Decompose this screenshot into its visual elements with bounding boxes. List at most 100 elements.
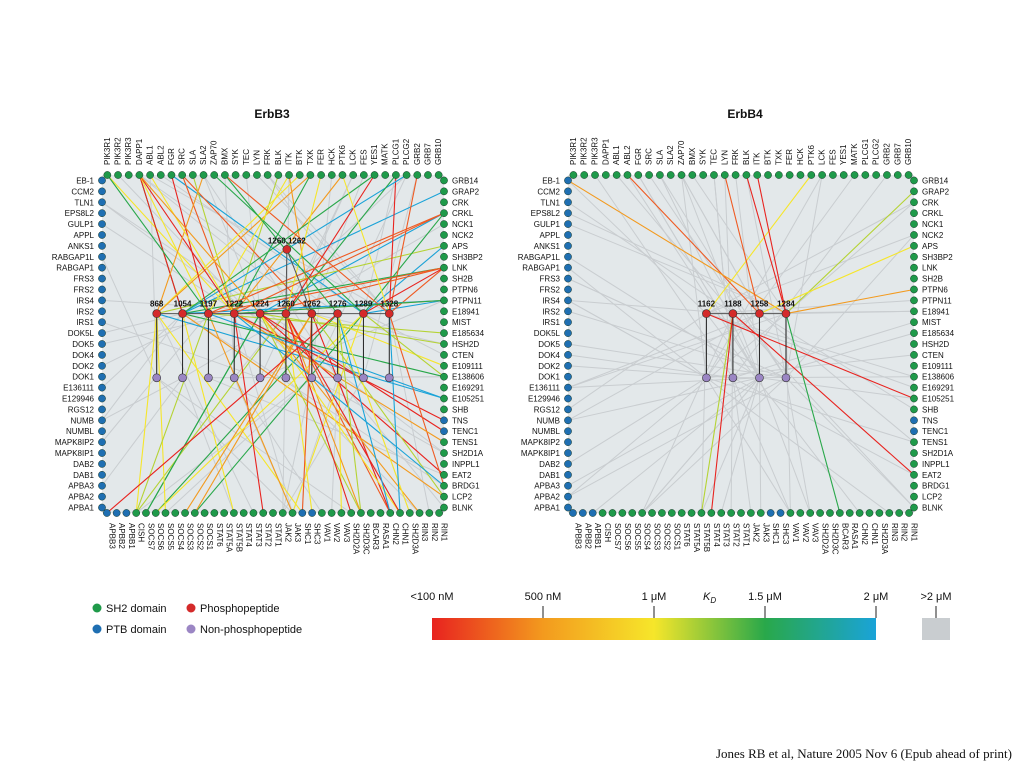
colored-interaction-line <box>106 174 209 314</box>
socs6-node <box>151 509 160 517</box>
protein-label-vav1: VAV1 <box>322 523 331 543</box>
protein-label-shc1: SHC1 <box>303 523 312 545</box>
yes1-node <box>839 171 848 179</box>
sh2d1a-node <box>910 449 918 457</box>
plcg1-node <box>861 171 870 179</box>
scale-tick-label-2: 1 μM <box>642 591 667 603</box>
jak2-node <box>278 509 287 517</box>
grey-interaction-line <box>182 223 445 379</box>
sh2-legend-label: SH2 domain <box>106 603 167 615</box>
eps8l2-node <box>564 209 572 218</box>
protein-label-socs7: SOCS7 <box>146 523 155 551</box>
site-label: 868 <box>150 300 164 309</box>
grey-interaction-line <box>705 174 823 379</box>
protein-label-yes1: YES1 <box>370 144 379 165</box>
grey-interaction-line <box>567 299 707 379</box>
socs3-node <box>648 509 656 517</box>
protein-label-yes1: YES1 <box>839 144 848 165</box>
protein-label-e169291: E169291 <box>452 384 485 393</box>
hck-node <box>327 171 336 179</box>
chn2-node <box>855 509 864 517</box>
colored-interaction-line <box>170 174 209 314</box>
site-label: 1222 <box>225 300 243 309</box>
protein-label-stat4: STAT4 <box>244 523 253 547</box>
protein-label-sh2d1a: SH2D1A <box>452 449 484 458</box>
protein-label-rin1: RIN1 <box>910 523 919 542</box>
rgs12-node <box>98 405 106 414</box>
stat4-node <box>707 509 716 517</box>
colored-interaction-line <box>732 313 915 476</box>
grey-interaction-line <box>267 174 364 314</box>
protein-label-socs1: SOCS1 <box>205 523 214 551</box>
colored-interaction-line <box>388 267 445 315</box>
phosphosite-node <box>333 309 342 318</box>
abl2-node <box>623 171 632 179</box>
colored-interaction-line <box>135 313 158 514</box>
protein-label-rabgap1: RABGAP1 <box>522 264 560 273</box>
lyn-node <box>720 171 729 179</box>
socs1-node <box>200 509 209 517</box>
grb14-node <box>440 176 448 185</box>
ptk6-node <box>338 171 347 179</box>
rin3-node <box>415 509 424 517</box>
stat1-node <box>269 509 277 517</box>
protein-label-irs2: IRS2 <box>76 307 94 316</box>
crk-node <box>440 198 448 207</box>
apbb1-node <box>122 509 131 517</box>
abl1-node <box>612 171 621 179</box>
apba1-node <box>98 503 106 512</box>
grap2-node <box>910 187 918 196</box>
kd-scale: <100 nM 500 nM 1 μM KD 1.5 μM 2 μM >2 μM <box>410 591 952 640</box>
sh2d3a-node <box>405 509 414 517</box>
protein-label-pik3r1: PIK3R1 <box>103 137 112 165</box>
panel-title: ErbB3 <box>254 107 290 121</box>
protein-label-tln1: TLN1 <box>540 198 560 207</box>
protein-label-apba2: APBA2 <box>68 493 94 502</box>
colored-interaction-line <box>745 174 787 314</box>
grey-interaction-line <box>567 313 787 389</box>
protein-label-rabgap1l: RABGAP1L <box>52 253 95 262</box>
colored-interaction-line <box>135 313 209 514</box>
ptpn11-node <box>910 296 918 305</box>
plcg2-node <box>872 171 881 179</box>
fes-node <box>359 171 368 179</box>
protein-label-dok1: DOK1 <box>72 373 94 382</box>
protein-label-abl2: ABL2 <box>156 145 165 165</box>
grey-interaction-line <box>706 234 915 315</box>
shc3-node <box>308 509 316 517</box>
colored-interaction-lines <box>567 174 915 514</box>
grey-interaction-line <box>594 174 734 379</box>
bcar3-node <box>836 509 844 517</box>
protein-label-dab1: DAB1 <box>73 471 94 480</box>
protein-label-apba1: APBA1 <box>534 504 560 513</box>
colored-interaction-line <box>182 174 375 315</box>
protein-label-nck1: NCK1 <box>452 220 474 229</box>
colored-interaction-line <box>208 313 445 400</box>
protein-label-stat3: STAT3 <box>254 523 263 547</box>
colored-interaction-line <box>138 174 235 314</box>
anks1-node <box>564 242 572 250</box>
nonphospho-node <box>702 373 711 383</box>
grey-interaction-line <box>700 377 760 514</box>
shb-node <box>440 405 448 414</box>
colored-interaction-line <box>184 313 313 514</box>
mapk8ip2-node <box>564 438 572 446</box>
nonphospho-node <box>229 373 239 383</box>
protein-label-blk: BLK <box>742 149 751 165</box>
colored-interaction-line <box>224 174 390 315</box>
colored-interaction-line <box>301 313 313 514</box>
anks1-node <box>98 242 106 250</box>
jak3-node <box>756 509 765 517</box>
cten-node <box>910 351 918 359</box>
protein-label-cten: CTEN <box>452 351 474 360</box>
sla-node <box>656 171 664 179</box>
sh3bp2-node <box>440 252 448 261</box>
socs5-node <box>628 509 637 517</box>
colored-interaction-line <box>155 313 364 514</box>
grey-interaction-line <box>648 174 787 379</box>
btk-node <box>764 171 772 179</box>
eb-1-node <box>98 176 106 185</box>
e185634-node <box>440 329 448 337</box>
protein-label-itk: ITK <box>753 152 762 165</box>
